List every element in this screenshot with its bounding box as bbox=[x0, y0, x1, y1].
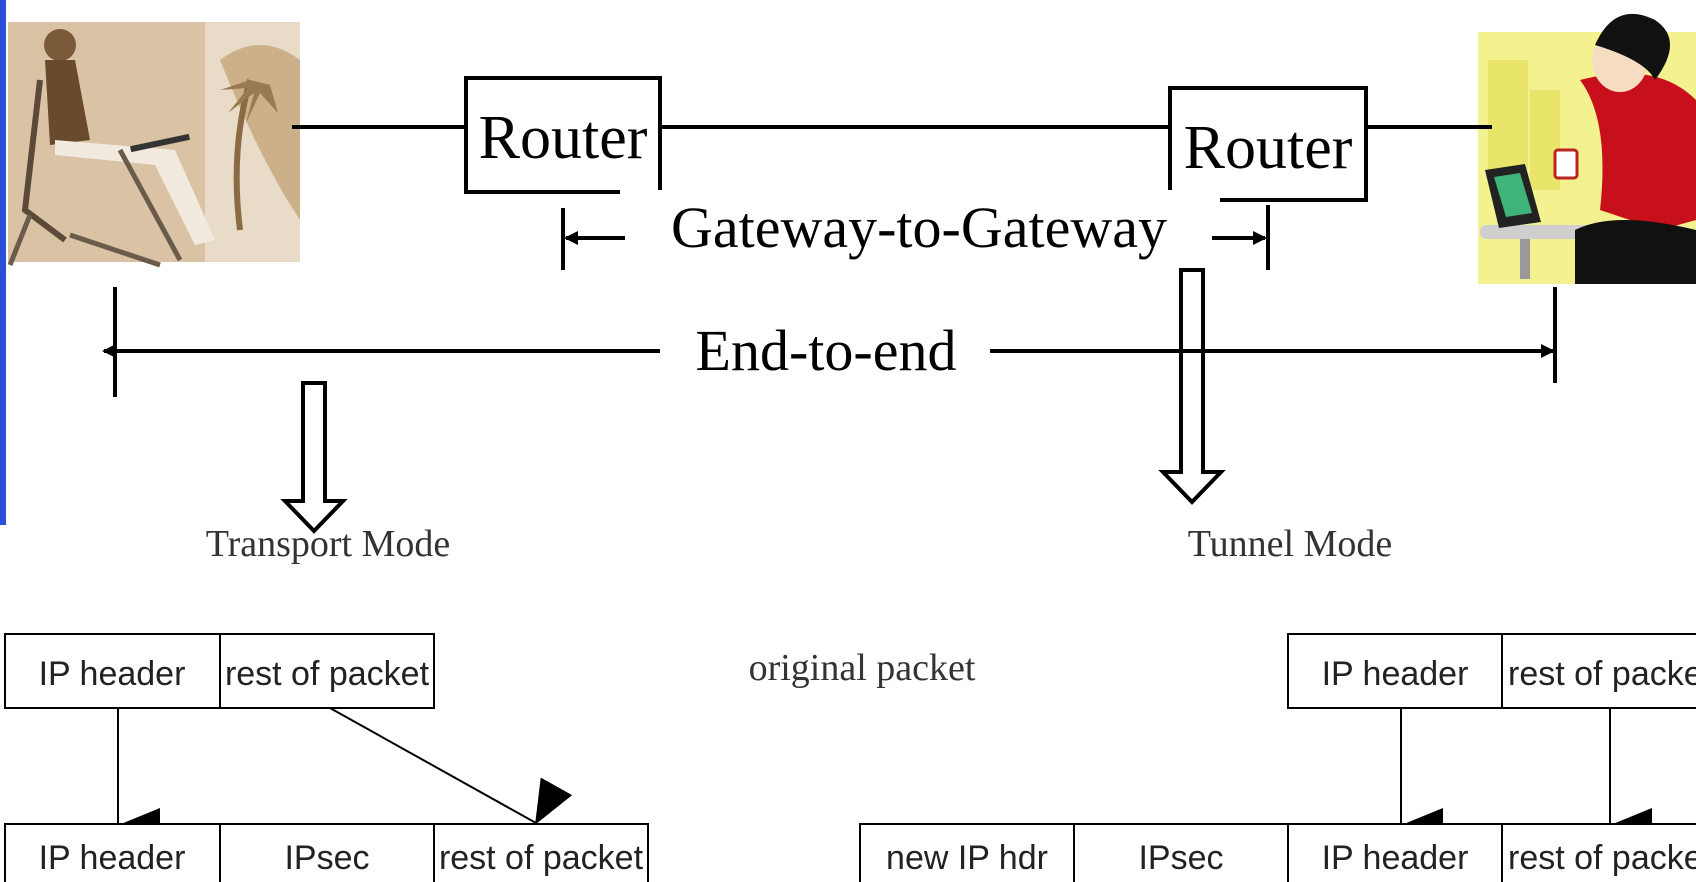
packet-field: rest of packet bbox=[1508, 655, 1696, 693]
packet-field: IPsec bbox=[1138, 839, 1223, 877]
tunnel-original-packet: IP header rest of packet bbox=[1287, 633, 1696, 709]
router-right-label: Router bbox=[1184, 114, 1353, 182]
packet-field: new IP hdr bbox=[886, 839, 1048, 877]
packet-field: rest of packet bbox=[1508, 839, 1696, 877]
tunnel-mode-label: Tunnel Mode bbox=[1188, 523, 1392, 565]
transport-mode-label: Transport Mode bbox=[206, 523, 451, 565]
transport-ipsec-packet: IP header IPsec rest of packet bbox=[4, 823, 649, 882]
gateway-span: Gateway-to-Gateway bbox=[561, 190, 1270, 270]
original-packet-label: original packet bbox=[749, 647, 976, 689]
packet-field: IPsec bbox=[284, 839, 369, 877]
gateway-to-gateway-label: Gateway-to-Gateway bbox=[671, 195, 1167, 260]
tunnel-mode-arrow bbox=[1158, 268, 1226, 505]
packet-field: IP header bbox=[39, 839, 186, 877]
packet-field: IP header bbox=[39, 655, 186, 693]
transport-original-packet: IP header rest of packet bbox=[4, 633, 435, 709]
slide-edge-bar bbox=[0, 0, 6, 525]
man-with-laptop-illustration bbox=[7, 22, 300, 268]
end-to-end-span: End-to-end bbox=[102, 287, 1557, 397]
tunnel-ipsec-packet: new IP hdr IPsec IP header rest of packe… bbox=[859, 823, 1696, 882]
packet-field: IP header bbox=[1322, 655, 1469, 693]
transport-mode-arrow bbox=[280, 381, 348, 534]
packet-field: rest of packet bbox=[439, 839, 644, 877]
woman-with-laptop-illustration bbox=[1478, 13, 1696, 284]
packet-field: IP header bbox=[1322, 839, 1469, 877]
transport-payload-arrow bbox=[329, 707, 573, 825]
router-right: Router bbox=[1168, 86, 1368, 202]
router-left-label: Router bbox=[479, 104, 648, 172]
end-to-end-label: End-to-end bbox=[696, 318, 957, 383]
router-left: Router bbox=[464, 76, 662, 194]
packet-field: rest of packet bbox=[225, 655, 430, 693]
